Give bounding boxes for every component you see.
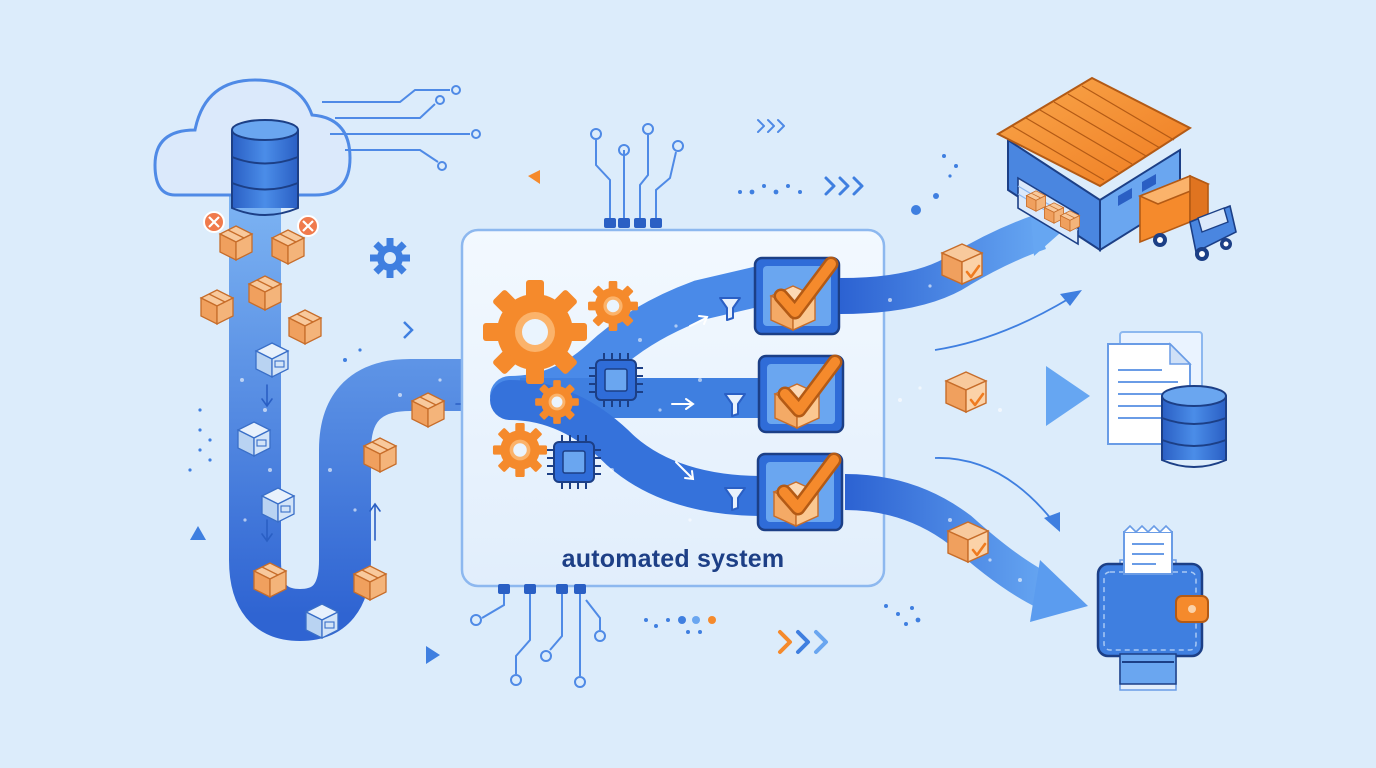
decor-marks-left bbox=[188, 170, 540, 664]
system-label: automated system bbox=[561, 545, 785, 573]
rejected-packages bbox=[203, 211, 319, 265]
wallet-icon bbox=[1096, 559, 1209, 691]
cloud-database-icon bbox=[153, 78, 352, 216]
delivery-truck-icon bbox=[1137, 174, 1237, 261]
database-icon bbox=[1161, 385, 1227, 468]
warehouse-icon bbox=[995, 76, 1193, 252]
thin-arrows bbox=[934, 290, 1082, 532]
receipt-icon bbox=[1123, 524, 1173, 575]
signal-lines bbox=[322, 85, 481, 171]
dot-decor bbox=[644, 154, 958, 634]
small-gear-icon bbox=[370, 238, 410, 278]
checkmark-icon bbox=[755, 258, 843, 530]
chevron-decor bbox=[757, 119, 864, 654]
